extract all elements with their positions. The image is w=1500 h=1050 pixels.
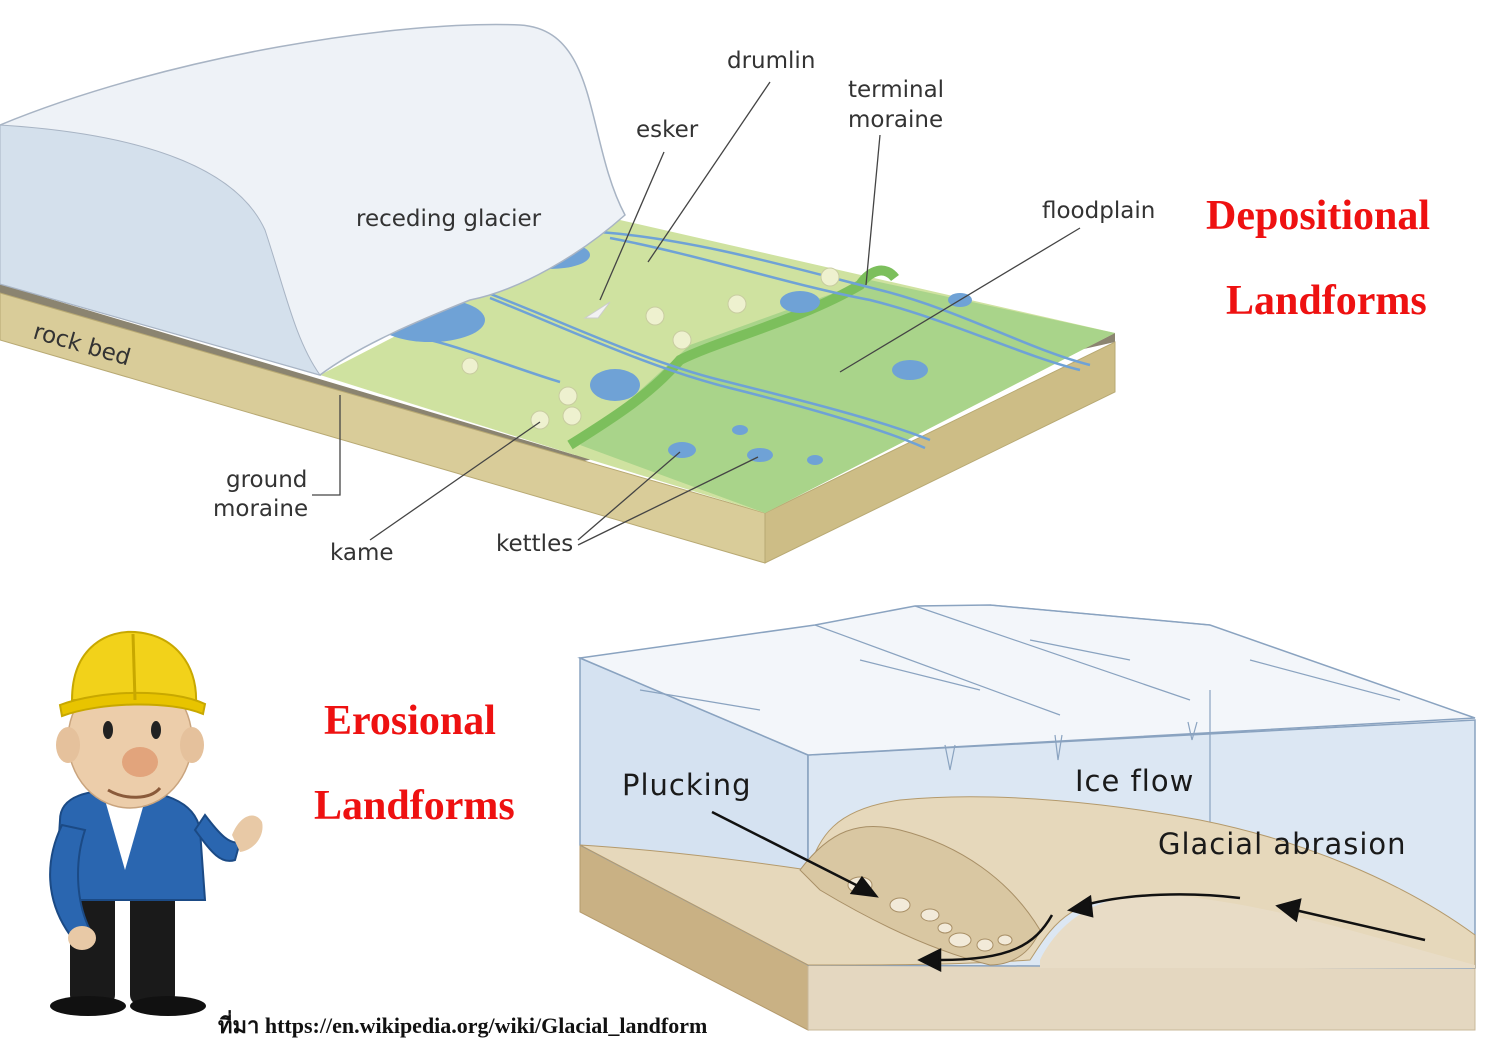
label-terminal-moraine-2: moraine bbox=[848, 107, 943, 133]
label-kettles: kettles bbox=[496, 531, 573, 557]
source-credit: ที่มา https://en.wikipedia.org/wiki/Glac… bbox=[218, 1013, 708, 1038]
label-glacial-abrasion: Glacial abrasion bbox=[1158, 827, 1407, 861]
glacier-side-face bbox=[0, 124, 322, 376]
flow-arrows bbox=[711, 810, 1426, 973]
erosional-diagram: Plucking Ice flow Glacial abrasion bbox=[577, 604, 1476, 1031]
rock-bed-side bbox=[764, 341, 1116, 564]
terminal-moraine-ridge bbox=[567, 265, 899, 450]
rock-hump bbox=[1040, 894, 1475, 968]
label-plucking: Plucking bbox=[622, 768, 752, 802]
bedrock-front-face bbox=[807, 964, 1476, 1031]
erosional-title-line1: Erosional bbox=[324, 698, 496, 744]
erosional-title-line2: Landforms bbox=[314, 783, 515, 829]
label-terminal-moraine-1: terminal bbox=[848, 77, 944, 103]
kames-mounds bbox=[461, 267, 840, 430]
depositional-diagram: drumlin terminal moraine esker receding … bbox=[0, 23, 1155, 566]
leader-lines bbox=[312, 81, 1081, 546]
label-ground-moraine-2: moraine bbox=[213, 496, 308, 522]
label-esker: esker bbox=[636, 117, 699, 143]
depositional-title-line2: Landforms bbox=[1226, 278, 1427, 324]
label-drumlin: drumlin bbox=[727, 48, 815, 74]
floodplain-area bbox=[580, 280, 1115, 513]
label-ground-moraine-1: ground bbox=[226, 467, 307, 493]
label-ice-flow: Ice flow bbox=[1075, 764, 1194, 798]
label-floodplain: floodplain bbox=[1042, 198, 1155, 224]
label-kame: kame bbox=[330, 540, 394, 566]
esker-mark bbox=[583, 301, 611, 319]
label-receding-glacier: receding glacier bbox=[356, 206, 542, 232]
braided-rivers bbox=[429, 230, 1091, 450]
engineer-character bbox=[49, 630, 263, 1016]
depositional-title-line1: Depositional bbox=[1206, 193, 1431, 239]
